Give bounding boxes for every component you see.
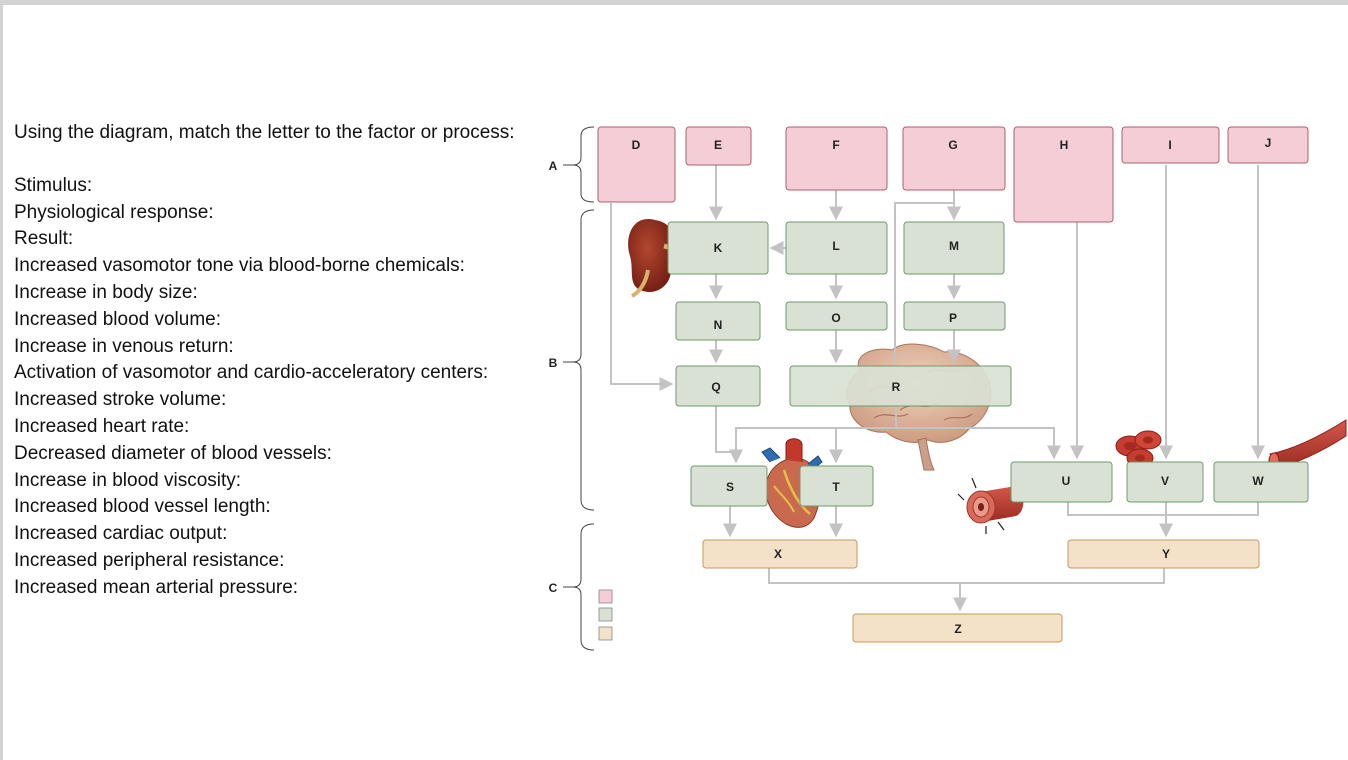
box-d: D bbox=[597, 126, 676, 203]
list-item: Increase in venous return: bbox=[14, 335, 234, 357]
list-item: Decreased diameter of blood vessels: bbox=[14, 442, 332, 464]
window-top-border bbox=[0, 0, 1348, 5]
box-x: X bbox=[702, 539, 858, 569]
list-item: Result: bbox=[14, 228, 74, 250]
box-s: S bbox=[690, 465, 768, 507]
box-l: L bbox=[785, 221, 888, 275]
box-label-o: O bbox=[831, 311, 840, 325]
box-label-x: X bbox=[774, 547, 782, 561]
box-label-n: N bbox=[714, 318, 723, 332]
box-label-k: K bbox=[714, 241, 723, 255]
list-item: Increased heart rate: bbox=[14, 415, 190, 437]
answer-list: Stimulus: Physiological response: Result… bbox=[14, 173, 519, 602]
connector-lines bbox=[610, 165, 1265, 612]
box-label-h: H bbox=[1060, 138, 1069, 152]
list-item: Activation of vasomotor and cardio-accel… bbox=[14, 362, 489, 384]
box-q: Q bbox=[675, 365, 761, 407]
box-z: Z bbox=[852, 613, 1063, 643]
list-item: Stimulus: bbox=[14, 174, 93, 196]
box-label-j: J bbox=[1265, 136, 1272, 150]
box-label-l: L bbox=[832, 239, 839, 253]
box-t: T bbox=[799, 465, 874, 507]
bracket-c bbox=[563, 523, 595, 651]
list-item: Increase in body size: bbox=[14, 281, 198, 303]
legend-swatch-response bbox=[598, 607, 613, 622]
box-label-d: D bbox=[632, 138, 641, 152]
legend-swatch-stimulus bbox=[598, 589, 613, 604]
bracket-a bbox=[563, 126, 595, 203]
list-item: Increased peripheral resistance: bbox=[14, 549, 285, 571]
box-label-w: W bbox=[1252, 474, 1264, 488]
question-text: Using the diagram, match the letter to t… bbox=[14, 122, 515, 143]
bracket-label-a: A bbox=[549, 159, 558, 173]
list-item: Increased blood volume: bbox=[14, 308, 222, 330]
box-y: Y bbox=[1067, 539, 1260, 569]
box-j: J bbox=[1227, 126, 1309, 164]
box-g: G bbox=[902, 126, 1006, 191]
bracket-label-b: B bbox=[549, 356, 558, 370]
box-label-g: G bbox=[948, 138, 957, 152]
list-item: Increased vasomotor tone via blood-borne… bbox=[14, 255, 465, 277]
box-u: U bbox=[1010, 461, 1113, 503]
box-label-p: P bbox=[949, 311, 957, 325]
window-left-border bbox=[0, 0, 3, 760]
box-label-v: V bbox=[1161, 474, 1169, 488]
list-item: Increased stroke volume: bbox=[14, 389, 227, 411]
list-item: Physiological response: bbox=[14, 201, 214, 223]
box-f: F bbox=[785, 126, 888, 191]
box-e: E bbox=[685, 126, 752, 166]
box-label-q: Q bbox=[711, 380, 720, 394]
box-k: K bbox=[667, 221, 769, 275]
box-m: M bbox=[903, 221, 1005, 275]
box-label-y: Y bbox=[1162, 547, 1170, 561]
box-h: H bbox=[1013, 126, 1114, 223]
box-label-t: T bbox=[832, 480, 840, 494]
box-i: I bbox=[1121, 126, 1220, 164]
box-label-m: M bbox=[949, 239, 959, 253]
list-item: Increased mean arterial pressure: bbox=[14, 576, 299, 598]
box-label-i: I bbox=[1168, 138, 1171, 152]
bracket-b bbox=[563, 209, 595, 511]
box-n: N bbox=[675, 301, 761, 341]
box-label-r: R bbox=[892, 380, 901, 394]
box-o: O bbox=[785, 301, 888, 331]
box-v: V bbox=[1126, 461, 1204, 503]
box-p: P bbox=[903, 301, 1006, 331]
box-r: R bbox=[789, 365, 1012, 407]
box-label-f: F bbox=[832, 138, 839, 152]
list-item: Increase in blood viscosity: bbox=[14, 469, 242, 491]
legend-swatch-result bbox=[598, 626, 613, 641]
box-label-u: U bbox=[1062, 474, 1071, 488]
brain-illustration bbox=[845, 343, 992, 471]
bracket-label-c: C bbox=[549, 581, 558, 595]
list-item: Increased blood vessel length: bbox=[14, 496, 271, 518]
list-item: Increased cardiac output: bbox=[14, 523, 228, 545]
box-w: W bbox=[1213, 461, 1309, 503]
box-label-e: E bbox=[714, 138, 722, 152]
question-panel: Using the diagram, match the letter to t… bbox=[14, 120, 519, 602]
box-label-z: Z bbox=[954, 622, 961, 636]
box-label-s: S bbox=[726, 480, 734, 494]
